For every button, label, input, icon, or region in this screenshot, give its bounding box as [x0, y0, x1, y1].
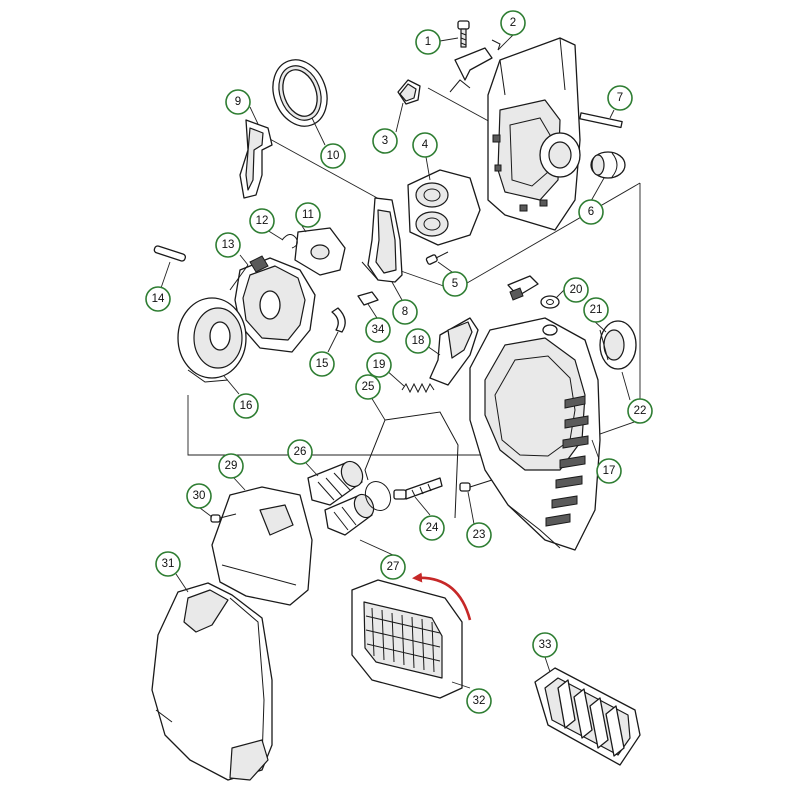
- svg-text:20: 20: [570, 284, 583, 296]
- part-gasket-8: [361, 197, 403, 283]
- part-filter-cover-31: [151, 582, 273, 781]
- callout-30: 30: [186, 483, 212, 509]
- callout-19: 19: [366, 352, 392, 378]
- svg-text:3: 3: [382, 135, 388, 147]
- callout-6: 6: [578, 199, 604, 225]
- callout-34: 34: [365, 317, 391, 343]
- callout-23: 23: [466, 522, 492, 548]
- part-valve-21: [599, 320, 637, 370]
- rotation-arrow: [412, 572, 472, 621]
- svg-text:7: 7: [617, 92, 623, 104]
- part-bolt-23: [459, 479, 493, 492]
- callout-26: 26: [287, 439, 313, 465]
- part-washer-20: [507, 275, 560, 336]
- part-air-filter-32: [351, 579, 463, 699]
- part-guide-18: [429, 317, 479, 386]
- callout-24: 24: [419, 515, 445, 541]
- callout-33: 33: [532, 632, 558, 658]
- callout-14: 14: [145, 286, 171, 312]
- part-pin-7: [579, 112, 623, 129]
- svg-text:13: 13: [222, 239, 235, 251]
- svg-text:25: 25: [362, 381, 375, 393]
- callout-25: 25: [355, 374, 381, 400]
- part-grille-33: [534, 667, 641, 766]
- callout-5: 5: [442, 271, 468, 297]
- svg-text:34: 34: [372, 324, 385, 336]
- svg-text:22: 22: [634, 405, 647, 417]
- callout-32: 32: [466, 688, 492, 714]
- callout-4: 4: [412, 132, 438, 158]
- callout-1: 1: [415, 29, 441, 55]
- part-hose-15: [331, 307, 346, 333]
- svg-text:4: 4: [422, 139, 429, 151]
- part-spring-19: [401, 382, 435, 394]
- part-main-cover-17: [469, 317, 601, 551]
- svg-text:6: 6: [588, 206, 594, 218]
- svg-text:1: 1: [425, 36, 431, 48]
- callout-16: 16: [233, 393, 259, 419]
- callout-17: 17: [596, 458, 622, 484]
- callout-3: 3: [372, 128, 398, 154]
- callout-20: 20: [563, 277, 589, 303]
- svg-text:31: 31: [162, 558, 175, 570]
- callout-15: 15: [309, 351, 335, 377]
- svg-text:29: 29: [225, 460, 238, 472]
- part-damper-3: [397, 79, 421, 105]
- callout-10: 10: [320, 143, 346, 169]
- svg-text:18: 18: [412, 335, 425, 347]
- callout-8: 8: [392, 299, 418, 325]
- callout-18: 18: [405, 328, 431, 354]
- svg-text:8: 8: [402, 306, 408, 318]
- callout-22: 22: [627, 398, 653, 424]
- part-intake-boot-27: [324, 480, 392, 536]
- svg-text:33: 33: [539, 639, 552, 651]
- part-engine-housing-2: [449, 37, 581, 231]
- svg-text:32: 32: [473, 695, 486, 707]
- part-fan-cover-16: [177, 297, 247, 383]
- svg-text:12: 12: [256, 215, 269, 227]
- callout-7: 7: [607, 85, 633, 111]
- svg-text:23: 23: [473, 529, 486, 541]
- callout-31: 31: [155, 551, 181, 577]
- svg-text:30: 30: [193, 490, 206, 502]
- callout-12: 12: [249, 208, 275, 234]
- part-bolt-24: [393, 477, 443, 500]
- part-filter-base-29: [211, 486, 313, 606]
- part-intake-flange-4: [407, 169, 481, 246]
- part-wire-25: [364, 411, 459, 519]
- svg-text:11: 11: [302, 209, 314, 221]
- part-screw-1: [457, 20, 470, 48]
- svg-text:27: 27: [387, 561, 400, 573]
- part-primer-bulb-6: [590, 151, 626, 179]
- callout-2: 2: [500, 10, 526, 36]
- svg-text:24: 24: [426, 522, 439, 534]
- svg-text:17: 17: [603, 465, 616, 477]
- callout-29: 29: [218, 453, 244, 479]
- callout-21: 21: [583, 297, 609, 323]
- part-bracket-9: [239, 119, 273, 199]
- part-pin-14: [153, 245, 187, 262]
- svg-text:2: 2: [510, 17, 516, 29]
- svg-text:15: 15: [316, 358, 329, 370]
- callout-9: 9: [225, 89, 251, 115]
- part-intake-boot-26: [307, 460, 364, 506]
- part-screw-5: [425, 251, 449, 265]
- svg-text:9: 9: [235, 96, 241, 108]
- svg-text:10: 10: [327, 150, 340, 162]
- callout-13: 13: [215, 232, 241, 258]
- part-oring-10: [272, 59, 328, 127]
- callout-11: 11: [295, 202, 321, 228]
- svg-text:14: 14: [152, 293, 165, 305]
- svg-text:5: 5: [452, 278, 458, 290]
- svg-text:16: 16: [240, 400, 253, 412]
- part-clip-12: [281, 234, 298, 249]
- callout-27: 27: [380, 554, 406, 580]
- svg-text:19: 19: [373, 359, 386, 371]
- svg-text:26: 26: [294, 446, 307, 458]
- part-fitting-34: [357, 291, 379, 306]
- svg-text:21: 21: [590, 304, 603, 316]
- part-screw-30: [210, 513, 237, 523]
